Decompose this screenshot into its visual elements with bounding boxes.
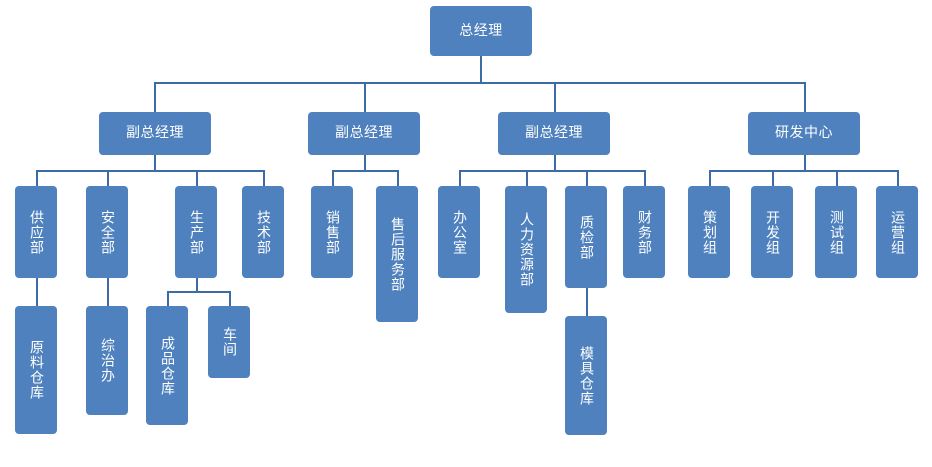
node-finance-dept[interactable]: 财务部 — [623, 186, 665, 278]
connector-drop-supply — [36, 170, 38, 186]
connector-drop-workshop — [229, 291, 231, 306]
node-label: 策划组 — [701, 209, 717, 255]
connector-drop-aftersales — [397, 170, 399, 186]
connector-drop-safety — [107, 170, 109, 186]
connector-drop-production — [196, 170, 198, 186]
connector-drop-fgwh — [167, 291, 169, 306]
node-label: 副总经理 — [525, 125, 583, 142]
node-label: 售后服务部 — [389, 216, 405, 292]
node-workshop[interactable]: 车间 — [208, 306, 250, 378]
node-comprehensive-governance-office[interactable]: 综治办 — [86, 306, 128, 415]
connector-drop-sales — [332, 170, 334, 186]
node-label: 研发中心 — [775, 125, 833, 142]
connector-dgm1-stem — [154, 155, 156, 170]
connector-drop-planning — [709, 170, 711, 186]
node-operations-group[interactable]: 运营组 — [876, 186, 918, 278]
node-label: 安全部 — [99, 209, 115, 255]
connector-safety-govoffice — [107, 278, 109, 306]
connector-drop-dgm2 — [364, 82, 366, 112]
node-label: 副总经理 — [335, 125, 393, 142]
connector-supply-rawwh — [36, 278, 38, 306]
node-label: 运营组 — [889, 209, 905, 255]
connector-drop-hr — [526, 170, 528, 186]
connector-dgm3-bus — [459, 170, 646, 172]
node-quality-control-dept[interactable]: 质检部 — [565, 186, 607, 288]
connector-production-bus — [167, 291, 231, 293]
node-office[interactable]: 办公室 — [438, 186, 480, 278]
node-finished-goods-warehouse[interactable]: 成品仓库 — [146, 306, 188, 425]
node-label: 原料仓库 — [28, 340, 44, 400]
connector-drop-ops — [897, 170, 899, 186]
node-label: 成品仓库 — [159, 335, 175, 396]
connector-dgm2-bus — [332, 170, 398, 172]
connector-root-stem — [480, 56, 482, 82]
connector-drop-dgm1 — [154, 82, 156, 112]
node-label: 综治办 — [99, 338, 115, 383]
node-production-dept[interactable]: 生产部 — [175, 186, 217, 278]
connector-root-bus — [154, 82, 806, 84]
connector-drop-qc — [586, 170, 588, 186]
node-label: 财务部 — [636, 209, 652, 255]
connector-drop-test — [836, 170, 838, 186]
connector-dgm3-stem — [554, 155, 556, 170]
node-planning-group[interactable]: 策划组 — [688, 186, 730, 278]
node-hr-dept[interactable]: 人力资源部 — [505, 186, 547, 313]
connector-drop-dgm3 — [554, 82, 556, 112]
connector-rnd-bus — [709, 170, 899, 172]
connector-production-stem — [196, 278, 198, 291]
node-testing-group[interactable]: 测试组 — [815, 186, 857, 278]
node-label: 供应部 — [28, 209, 44, 255]
connector-drop-finance — [644, 170, 646, 186]
connector-drop-tech — [263, 170, 265, 186]
connector-drop-office — [459, 170, 461, 186]
node-label: 人力资源部 — [518, 212, 534, 287]
node-rnd-center[interactable]: 研发中心 — [748, 112, 860, 155]
connector-rnd-stem — [804, 155, 806, 170]
node-deputy-gm-1[interactable]: 副总经理 — [99, 112, 211, 155]
node-label: 总经理 — [459, 22, 503, 39]
node-supply-dept[interactable]: 供应部 — [15, 186, 57, 278]
node-deputy-gm-3[interactable]: 副总经理 — [498, 112, 610, 155]
node-label: 销售部 — [324, 209, 340, 255]
node-label: 模具仓库 — [578, 345, 594, 406]
node-label: 车间 — [221, 327, 237, 357]
node-label: 办公室 — [451, 209, 467, 255]
node-safety-dept[interactable]: 安全部 — [86, 186, 128, 278]
connector-drop-rnd — [804, 82, 806, 112]
connector-drop-dev — [772, 170, 774, 186]
node-label: 测试组 — [828, 209, 844, 255]
node-mold-warehouse[interactable]: 模具仓库 — [565, 316, 607, 435]
node-development-group[interactable]: 开发组 — [751, 186, 793, 278]
node-label: 质检部 — [578, 214, 594, 260]
node-deputy-gm-2[interactable]: 副总经理 — [308, 112, 420, 155]
node-label: 副总经理 — [126, 125, 184, 142]
connector-dgm1-bus — [36, 170, 264, 172]
node-general-manager[interactable]: 总经理 — [430, 6, 532, 56]
connector-dgm2-stem — [364, 155, 366, 170]
node-label: 生产部 — [188, 209, 204, 255]
node-technology-dept[interactable]: 技术部 — [242, 186, 284, 278]
node-aftersales-service-dept[interactable]: 售后服务部 — [376, 186, 418, 322]
node-label: 技术部 — [255, 209, 271, 255]
connector-qc-moldwh — [586, 288, 588, 316]
node-raw-material-warehouse[interactable]: 原料仓库 — [15, 306, 57, 434]
node-sales-dept[interactable]: 销售部 — [311, 186, 353, 278]
node-label: 开发组 — [764, 209, 780, 255]
